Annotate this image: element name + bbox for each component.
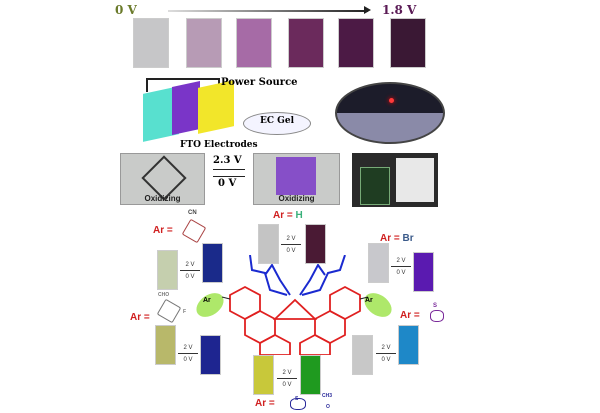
benzene-ring-icon [181, 218, 207, 244]
multimeter [360, 167, 390, 205]
switch-arrows [178, 353, 198, 356]
voltage-switch-cn: 2 V 0 V [180, 262, 200, 281]
cuvette-2 [236, 18, 272, 68]
cuvette-1 [186, 18, 222, 68]
ar-cho-label: Ar = [130, 312, 150, 323]
on-voltage-label: 2 V [185, 262, 195, 268]
thiophene-ring-icon [430, 310, 444, 322]
molecule-structure [196, 255, 392, 355]
oxidizing-photo-before: Oxidizing [120, 153, 205, 205]
fluorobenzaldehyde-ring-icon [156, 298, 182, 324]
oxidizing-caption-right: Oxidizing [278, 194, 315, 203]
on-voltage-label: 2 V [183, 345, 193, 351]
voltage-switch-h: 2 V 0 V [281, 236, 301, 255]
cuvette-acetyl-neutral [253, 355, 274, 395]
circuit-photo [352, 153, 438, 207]
start-voltage-label: 0 V [115, 3, 137, 17]
voltage-arrow [168, 10, 368, 12]
switch-arrows [376, 353, 396, 356]
voltage-switch-cho: 2 V 0 V [178, 345, 198, 364]
ar-cn-label: Ar = [153, 225, 173, 236]
ar-acetylthiophene-label: Ar = [255, 398, 275, 409]
cuvette-br-oxidized [413, 252, 434, 292]
switch-arrows [391, 266, 411, 269]
fto-electrodes-label: FTO Electrodes [180, 140, 258, 150]
arrow-head-icon [364, 6, 371, 14]
on-voltage-label: 2 V [282, 370, 292, 376]
cuvette-cho-oxidized [200, 335, 221, 375]
magnified-device-photo [335, 82, 445, 144]
cuvette-cho-neutral [155, 325, 176, 365]
ch3-label: CH3 [322, 393, 333, 399]
cuvette-5 [390, 18, 426, 68]
o-label: O [326, 404, 330, 410]
ec-gel-label: EC Gel [260, 116, 294, 126]
reversible-arrows [213, 169, 245, 177]
cuvette-thio-neutral [352, 335, 373, 375]
off-voltage-label: 0 V [381, 357, 391, 363]
cuvette-h-oxidized [305, 224, 326, 264]
off-voltage-label: 0 V [183, 357, 193, 363]
off-voltage-label: 0 V [396, 270, 406, 276]
colored-region [276, 157, 316, 195]
cuvette-4 [338, 18, 374, 68]
cuvette-cn-oxidized [202, 243, 223, 283]
cuvette-cn-neutral [157, 250, 178, 290]
ar-right-label: Ar [365, 297, 373, 304]
off-voltage-label: 0 V [282, 382, 292, 388]
cuvette-3 [288, 18, 324, 68]
voltage-switch-thio: 2 V 0 V [376, 345, 396, 364]
ar-br-label: Ar = Br [380, 233, 414, 244]
off-voltage-label: 0 V [185, 274, 195, 280]
oxidizing-photo-after: Oxidizing [253, 153, 340, 205]
power-source-label: Power Source [221, 77, 298, 88]
oxidizing-caption-left: Oxidizing [144, 194, 181, 203]
wiring-board [396, 158, 434, 202]
cuvette-thio-oxidized [398, 325, 419, 365]
ar-thiophene-label: Ar = [400, 310, 420, 321]
switch-arrows [281, 244, 301, 247]
ec-gel-ellipse [243, 112, 311, 135]
switch-arrows [277, 378, 297, 381]
off-voltage-label: 0 V [286, 248, 296, 254]
switch-arrows [180, 270, 200, 273]
led-light [389, 98, 394, 103]
reverse-voltage-label: 0 V [218, 178, 237, 189]
end-voltage-label: 1.8 V [382, 3, 417, 17]
on-voltage-label: 2 V [381, 345, 391, 351]
voltage-switch-br: 2 V 0 V [391, 258, 411, 277]
ar-left-label: Ar [203, 297, 211, 304]
forward-voltage-label: 2.3 V [213, 155, 242, 166]
cuvette-0 [133, 18, 169, 68]
on-voltage-label: 2 V [396, 258, 406, 264]
cuvette-h-neutral [258, 224, 279, 264]
on-voltage-label: 2 V [286, 236, 296, 242]
cuvette-acetyl-oxidized [300, 355, 321, 395]
voltage-switch-acetyl: 2 V 0 V [277, 370, 297, 389]
acetylthiophene-ring-icon [290, 398, 306, 410]
cuvette-br-neutral [368, 243, 389, 283]
fto-electrode-yellow [198, 80, 234, 134]
gel-layer [172, 81, 200, 135]
ar-h-label: Ar = H [273, 210, 303, 221]
f-group-label: F [183, 309, 187, 315]
thiophene-s-label: S [433, 303, 438, 309]
cn-group-label: CN [188, 210, 197, 216]
cho-group-label: CHO [158, 292, 170, 298]
acetyl-s-label: S [295, 396, 299, 402]
